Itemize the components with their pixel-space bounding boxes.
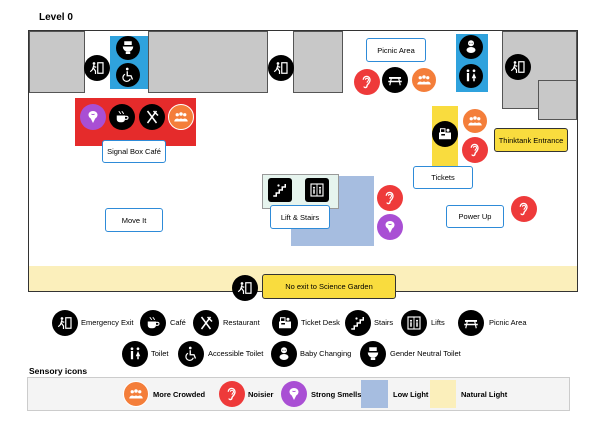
- noisier-icon: [511, 196, 537, 222]
- wall-block: [538, 80, 577, 120]
- cafe-icon: [109, 104, 135, 130]
- legend-picnic-area: Picnic Area: [489, 318, 527, 327]
- legend-restaurant: Restaurant: [223, 318, 260, 327]
- picnic-area-icon: [382, 67, 408, 93]
- noisier-icon: [354, 69, 380, 95]
- sensory-low-light: Low Light: [393, 390, 429, 399]
- room-label-power-up: Power Up: [446, 205, 504, 228]
- more-crowded-icon: [411, 67, 437, 93]
- legend-toilet: Toilet: [151, 349, 169, 358]
- legend-accessible-toilet: Accessible Toilet: [208, 349, 264, 358]
- wall-block: [293, 31, 343, 93]
- noisier-icon: [219, 381, 245, 407]
- thinktank-entrance-label: Thinktank Entrance: [494, 128, 568, 152]
- accessible-toilet-icon: [178, 341, 204, 367]
- noisier-icon: [462, 137, 488, 163]
- strong-smells-icon: [281, 381, 307, 407]
- room-label-lift-stairs: Lift & Stairs: [270, 205, 330, 229]
- more-crowded-icon: [123, 381, 149, 407]
- lifts-icon: [305, 178, 329, 202]
- toilet-icon: [459, 64, 483, 88]
- restaurant-icon: [139, 104, 165, 130]
- sensory-strong-smells: Strong Smells: [311, 390, 362, 399]
- ticket-desk-icon: [272, 310, 298, 336]
- room-label-tickets: Tickets: [413, 166, 473, 189]
- ticket-desk-icon: [432, 121, 458, 147]
- sensory-more-crowded: More Crowded: [153, 390, 206, 399]
- baby-changing-icon: [459, 35, 483, 59]
- noisier-icon: [377, 185, 403, 211]
- picnic-area-icon: [458, 310, 484, 336]
- more-crowded-icon: [462, 108, 488, 134]
- accessible-toilet-icon: [116, 63, 140, 87]
- gender-neutral-toilet-icon: [116, 36, 140, 60]
- legend-baby-changing: Baby Changing: [300, 349, 352, 358]
- stairs-icon: [268, 178, 292, 202]
- legend-stairs: Stairs: [374, 318, 394, 327]
- emergency-exit-icon: [232, 275, 258, 301]
- sensory-natural-light: Natural Light: [461, 390, 508, 399]
- wall-block: [148, 31, 268, 93]
- legend-lifts: Lifts: [431, 318, 445, 327]
- cafe-icon: [140, 310, 166, 336]
- emergency-exit-icon: [84, 55, 110, 81]
- wall-block: [29, 31, 85, 93]
- sensory-heading: Sensory icons: [29, 366, 88, 376]
- strong-smells-icon: [377, 214, 403, 240]
- low-light-swatch: [361, 380, 388, 408]
- legend-cafe: Café: [170, 318, 186, 327]
- legend-gender-neutral-toilet: Gender Neutral Toilet: [390, 349, 461, 358]
- gender-neutral-toilet-icon: [360, 341, 386, 367]
- natural-light-swatch: [430, 380, 456, 408]
- room-label-signal-box-cafe: Signal Box Café: [102, 140, 166, 163]
- map-title: Level 0: [39, 12, 73, 23]
- strong-smells-icon: [80, 104, 106, 130]
- stairs-icon: [345, 310, 371, 336]
- toilet-icon: [122, 341, 148, 367]
- emergency-exit-icon: [52, 310, 78, 336]
- room-label-move-it: Move It: [105, 208, 163, 232]
- emergency-exit-icon: [505, 54, 531, 80]
- emergency-exit-icon: [268, 55, 294, 81]
- room-label-picnic-area: Picnic Area: [366, 38, 426, 62]
- legend-emergency-exit: Emergency Exit: [81, 318, 134, 327]
- no-exit-label: No exit to Science Garden: [262, 274, 396, 299]
- restaurant-icon: [193, 310, 219, 336]
- legend-ticket-desk: Ticket Desk: [301, 318, 340, 327]
- lifts-icon: [401, 310, 427, 336]
- more-crowded-icon: [168, 104, 194, 130]
- baby-changing-icon: [271, 341, 297, 367]
- sensory-noisier: Noisier: [248, 390, 274, 399]
